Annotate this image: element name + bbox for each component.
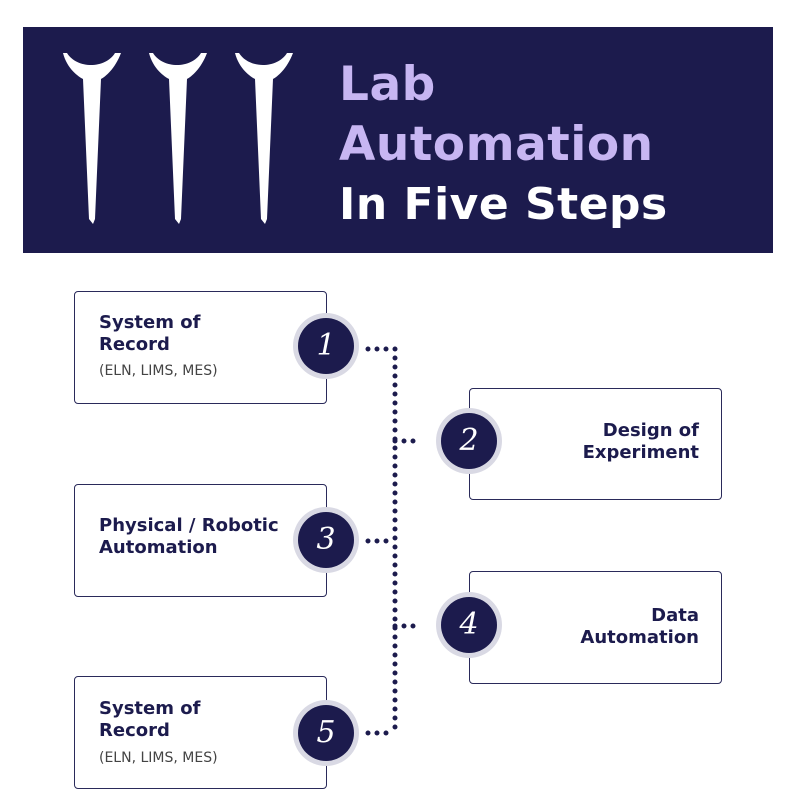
title-line-2: Automation [339,117,654,172]
step-3-number-badge: 3 [298,512,354,568]
step-1-card: System of Record (ELN, LIMS, MES) [74,291,327,404]
step-1-number-badge: 1 [298,318,354,374]
step-1-title: System of Record [99,312,200,356]
title-line-1: Lab [339,57,436,112]
page-title: Lab Automation In Five Steps [339,55,668,235]
step-1-title-line-2: Record [99,334,170,355]
step-3-card: Physical / Robotic Automation [74,484,327,597]
pipette-tip-icon [235,53,293,224]
step-1-subtitle: (ELN, LIMS, MES) [99,363,218,379]
step-5-title-line-1: System of [99,698,201,719]
header-banner: Lab Automation In Five Steps [23,27,773,253]
step-5-card: System of Record (ELN, LIMS, MES) [74,676,327,789]
step-2-title-line-2: Experiment [582,442,699,463]
step-4-title-line-1: Data [651,605,699,626]
title-line-3: In Five Steps [339,179,668,230]
pipette-tip-icon [149,53,207,224]
step-4-card: Data Automation [469,571,722,684]
step-2-number-badge: 2 [441,413,497,469]
step-2-title-line-1: Design of [602,420,699,441]
step-5-title: System of Record [99,698,200,742]
step-4-number-badge: 4 [441,597,497,653]
step-3-title-line-2: Automation [99,537,218,558]
step-3-title: Physical / Robotic Automation [99,515,279,559]
step-5-title-line-2: Record [99,720,170,741]
step-5-number-badge: 5 [298,705,354,761]
pipette-tip-icon [63,53,121,224]
step-4-title: Data Automation [580,605,699,649]
step-4-title-line-2: Automation [580,627,699,648]
step-5-subtitle: (ELN, LIMS, MES) [99,750,218,766]
pipette-tips-illustration [63,53,293,224]
step-1-title-line-1: System of [99,312,201,333]
step-2-card: Design of Experiment [469,388,722,500]
step-2-title: Design of Experiment [583,420,699,464]
step-3-title-line-1: Physical / Robotic [99,515,279,536]
